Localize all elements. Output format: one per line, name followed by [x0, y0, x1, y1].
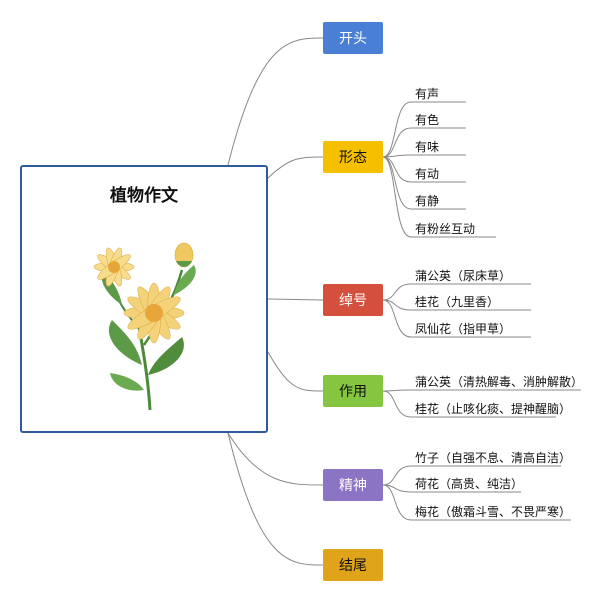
root-connector: [227, 432, 324, 566]
branch-label: 结尾: [339, 558, 367, 574]
leaf-connector: [382, 484, 571, 521]
leaf-node[interactable]: 凤仙花（指甲草）: [415, 322, 512, 336]
branch-node[interactable]: 开头: [323, 22, 383, 54]
root-connector: [267, 156, 324, 179]
leaf-node[interactable]: 蒲公英（尿床草）: [415, 269, 512, 283]
branch-label: 精神: [339, 478, 367, 494]
leaf-node[interactable]: 有声: [415, 87, 440, 101]
leaf-node[interactable]: 竹子（自强不息、清高自洁）: [415, 451, 572, 465]
leaf-connector: [382, 389, 581, 392]
branch-label: 绰号: [339, 293, 367, 309]
root-connector: [267, 351, 324, 392]
branch-label: 形态: [339, 150, 367, 166]
leaf-node[interactable]: 有色: [415, 113, 440, 127]
leaf-connector: [382, 154, 466, 158]
leaf-node[interactable]: 荷花（高贵、纯洁）: [415, 477, 524, 491]
root-connector: [267, 298, 324, 301]
leaf-node[interactable]: 梅花（傲霜斗雪、不畏严寒）: [415, 505, 572, 519]
leaf-connector: [382, 299, 531, 311]
leaf-node[interactable]: 有味: [415, 140, 440, 154]
root-title: 植物作文: [110, 186, 178, 206]
leaf-connector: [382, 484, 521, 493]
branch-node[interactable]: 结尾: [323, 549, 383, 581]
leaf-connector: [382, 390, 556, 418]
leaf-node[interactable]: 桂花（九里香）: [415, 295, 500, 309]
branch-label: 开头: [339, 31, 367, 47]
leaf-node[interactable]: 桂花（止咳化痰、提神醒脑）: [415, 402, 572, 416]
leaf-connector: [382, 101, 466, 158]
branch-node[interactable]: 绰号: [323, 284, 383, 316]
leaf-connector: [382, 299, 531, 338]
leaf-node[interactable]: 有静: [415, 194, 440, 208]
branch-node[interactable]: 精神: [323, 469, 383, 501]
leaf-connector: [382, 283, 531, 301]
branch-node[interactable]: 形态: [323, 141, 383, 173]
leaf-connector: [382, 127, 466, 158]
leaf-connector: [382, 465, 561, 486]
flower-illustration: [93, 242, 196, 411]
leaf-node[interactable]: 蒲公英（清热解毒、消肿解散）: [415, 375, 584, 389]
root-connector: [227, 432, 324, 486]
branch-label: 作用: [339, 384, 367, 400]
root-node[interactable]: 植物作文: [20, 165, 268, 433]
branch-node[interactable]: 作用: [323, 375, 383, 407]
leaf-node[interactable]: 有动: [415, 167, 440, 181]
leaf-connector: [382, 156, 466, 210]
root-connector: [227, 37, 324, 166]
leaf-node[interactable]: 有粉丝互动: [415, 222, 476, 236]
leaf-connector: [382, 156, 496, 238]
